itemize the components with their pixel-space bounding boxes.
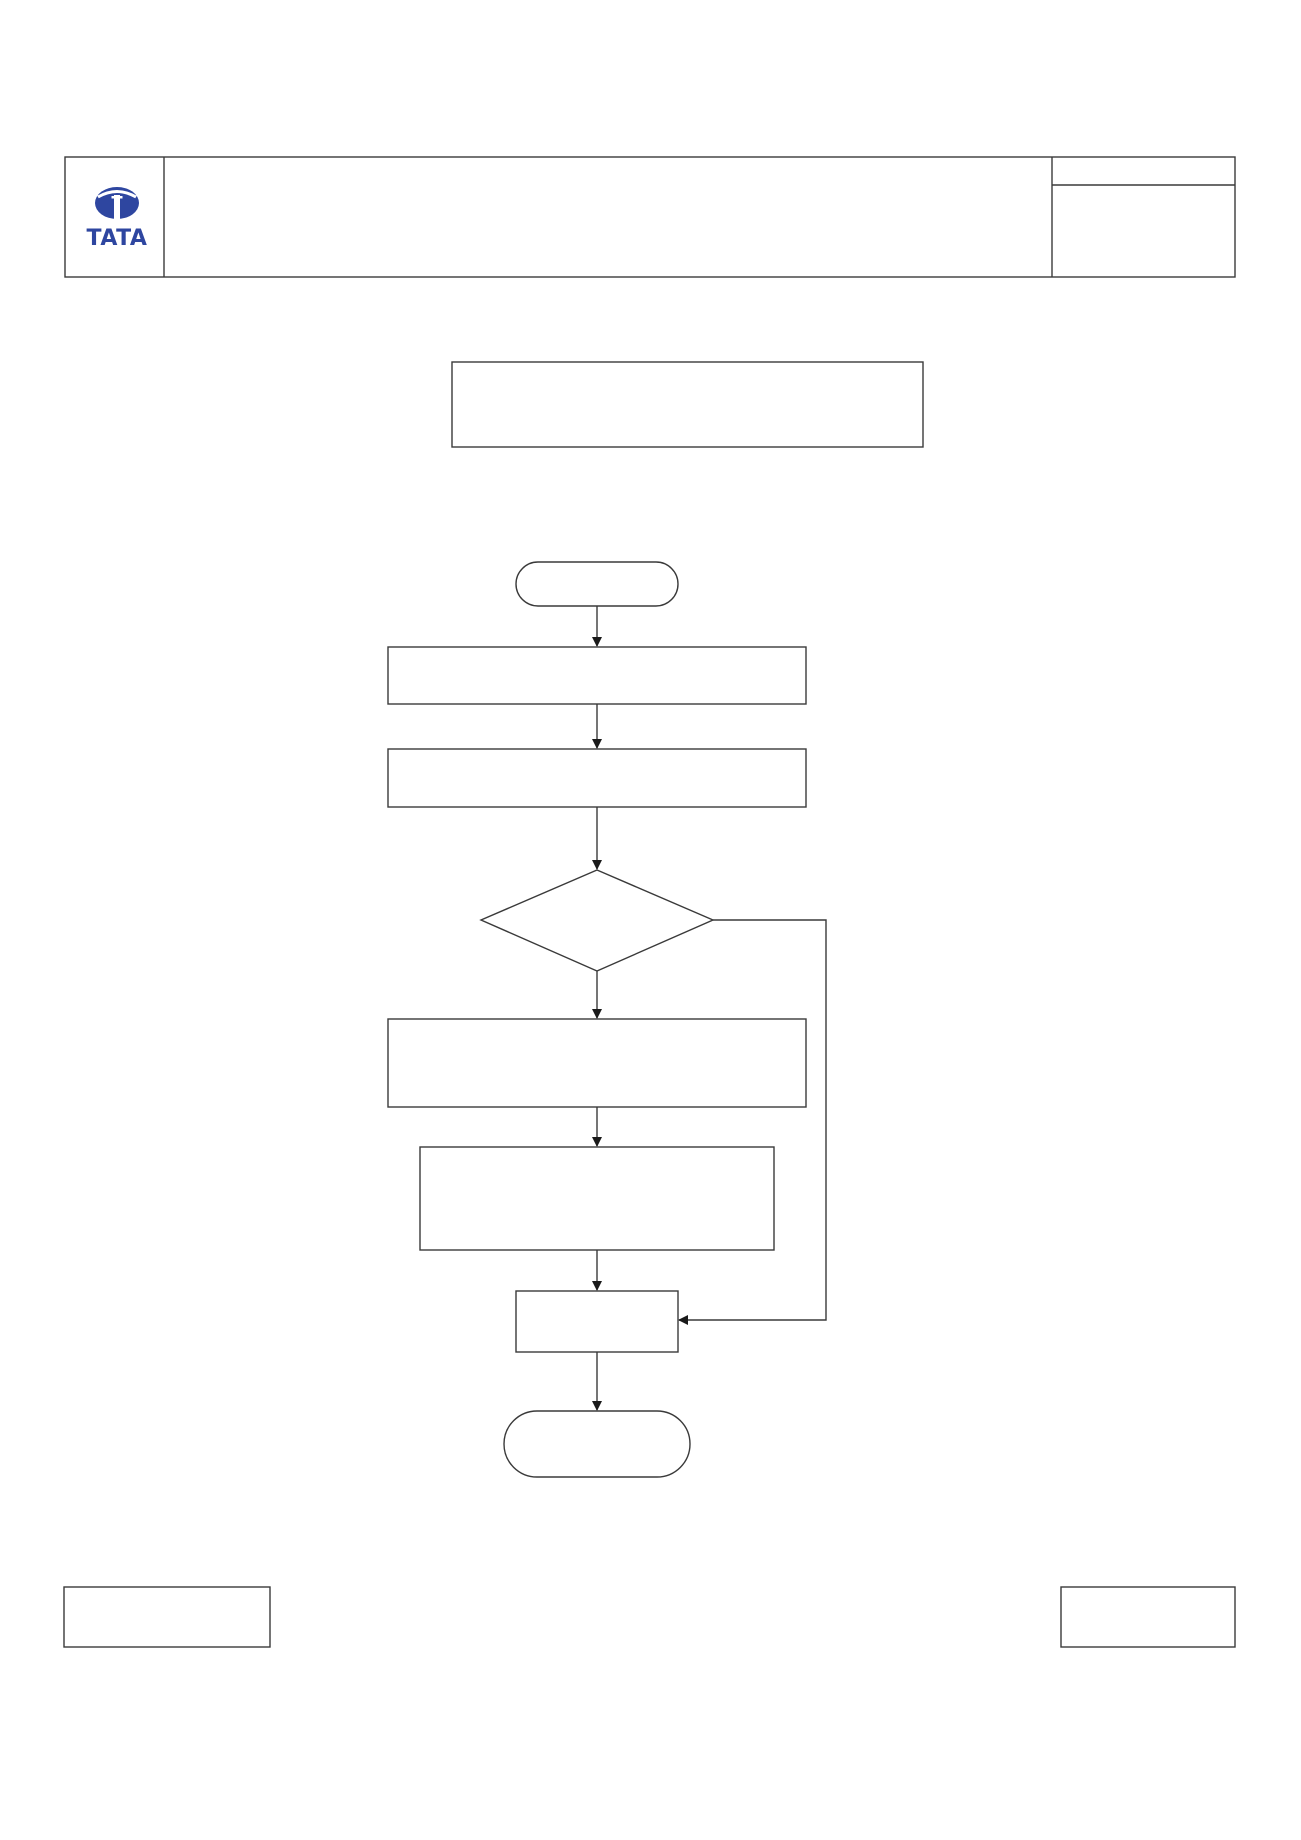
footer: [63, 1586, 1236, 1648]
tata-logo: TATA: [87, 187, 148, 251]
flow-step-3: [387, 1018, 807, 1108]
flow-step-1: [387, 646, 807, 705]
footer-left-box: [63, 1586, 271, 1648]
flow-step-5: [515, 1290, 679, 1353]
tata-logo-icon: [95, 187, 139, 219]
flow-decision: [479, 869, 715, 972]
header-table: TATA: [64, 156, 1236, 278]
flow-end: [503, 1410, 691, 1478]
footer-right-box: [1060, 1586, 1236, 1648]
flow-step-4: [419, 1146, 775, 1251]
connector-decision-bypass: [678, 919, 827, 1325]
flow-start: [515, 561, 679, 607]
flowchart: [387, 561, 827, 1478]
document-title-box: [451, 361, 924, 448]
tata-wordmark: TATA: [87, 226, 148, 251]
flow-step-2: [387, 748, 807, 808]
header-frame: [64, 156, 1236, 278]
